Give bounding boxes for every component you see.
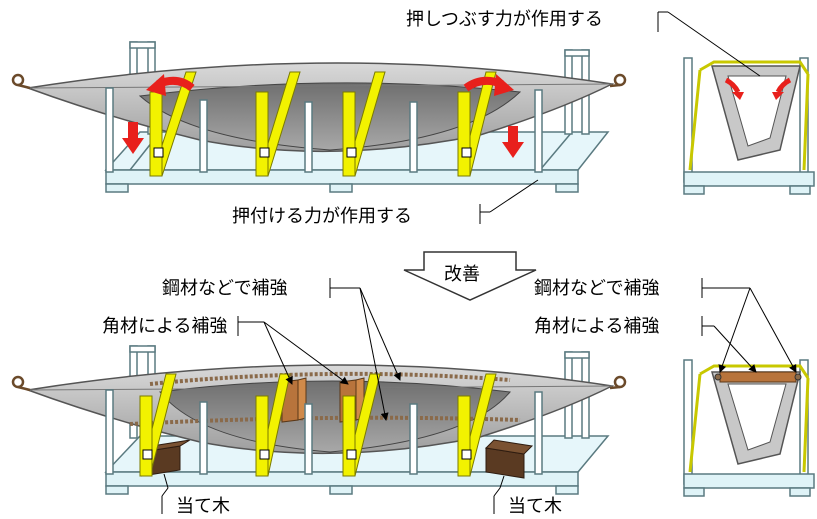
bottom-straps [139,373,497,477]
top-lifting-eye-left [11,73,31,90]
cross-steel-right [794,373,802,381]
top-curved-force-arrow-right [463,74,514,96]
bottom-frame-posts-front [105,389,543,475]
cross-steel-left [714,373,722,381]
top-curved-force-arrow-left [146,74,195,96]
bottom-lifting-eye-right [609,375,627,390]
cross-lumber [719,371,797,383]
top-cross-section [683,57,815,195]
press-force-leader [489,179,539,213]
steel-reinforce-label-left: 鋼材などで補強 [162,278,288,299]
top-boat-assembly [11,41,627,193]
padding-wood-label-left: 当て木 [176,496,230,517]
bottom-lifting-eye-left [11,375,31,392]
crush-force-leader [667,11,761,77]
bottom-cross-section [683,359,815,497]
improvement-arrow: 改善 [403,251,537,301]
press-force-label: 押付ける力が作用する [232,206,412,227]
padding-wood-right-block [484,439,534,479]
top-straps [149,71,497,177]
top-cross-arrow-right [772,77,792,100]
top-cross-arrow-left [724,77,744,100]
lumber-reinforce-label-right: 角材による補強 [534,316,659,337]
steel-reinforce-label-right: 鋼材などで補強 [534,278,660,299]
lumber-reinforce-label-left: 角材による補強 [102,316,227,337]
top-lifting-eye-right [609,73,627,88]
bottom-boat-assembly [11,345,627,495]
top-down-force-arrow-left [122,122,144,154]
padding-wood-label-right: 当て木 [508,496,562,517]
top-frame-posts-front [105,87,543,173]
improvement-label: 改善 [444,264,480,285]
crush-force-label: 押しつぶす力が作用する [406,9,603,30]
top-down-force-arrow-right [502,126,524,158]
steel-reinforcement-bars [129,371,521,426]
